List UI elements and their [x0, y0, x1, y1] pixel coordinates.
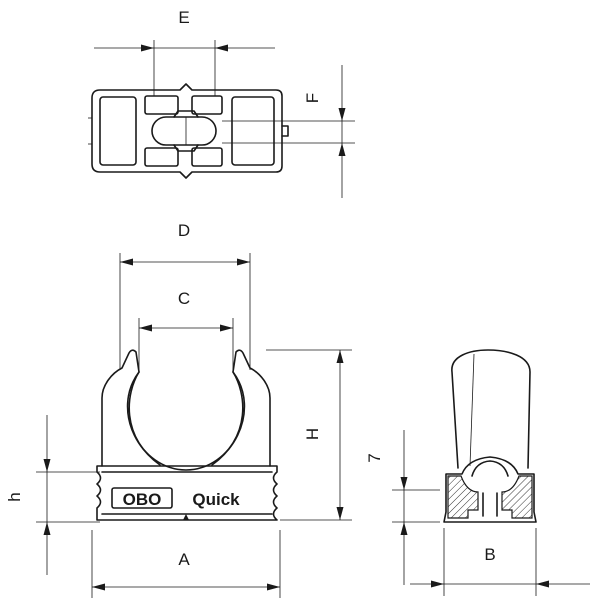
dimension-label-f: F [303, 93, 322, 103]
logo-brand-text: OBO [123, 490, 162, 509]
dimension-label-h-upper: H [303, 428, 322, 440]
dimension-label-h-lower: h [5, 492, 24, 501]
dimension-label-e: E [178, 8, 189, 27]
dimension-label-d: D [178, 221, 190, 240]
side-view: 7 B [365, 349, 590, 596]
dimension-label-c: C [178, 289, 190, 308]
dimension-label-b: B [484, 545, 495, 564]
top-view: E F [88, 8, 355, 198]
dimension-label-a: A [178, 550, 190, 569]
obo-logo [111, 487, 173, 509]
dimension-label-7: 7 [365, 453, 384, 462]
front-view: OBO Quick D C H h A [5, 221, 352, 598]
logo-product-text: Quick [192, 490, 240, 509]
